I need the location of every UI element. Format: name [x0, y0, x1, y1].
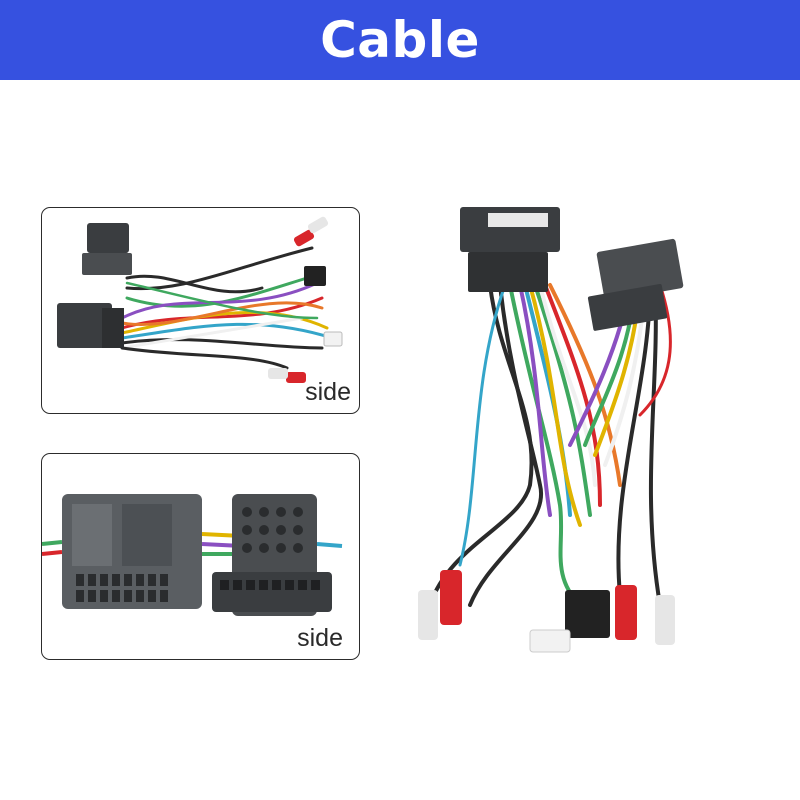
- side-label: side: [305, 378, 351, 406]
- side-photo-panel-2: side: [41, 453, 360, 660]
- connector-pin-side-photo: [42, 494, 343, 616]
- page-title: Cable: [320, 11, 480, 69]
- side-label: side: [297, 624, 343, 652]
- header-banner: Cable: [0, 0, 800, 80]
- wiring-harness-photo: [418, 207, 684, 653]
- wiring-harness-side-photo: [57, 216, 343, 383]
- side-photo-panel-1: side: [41, 207, 360, 414]
